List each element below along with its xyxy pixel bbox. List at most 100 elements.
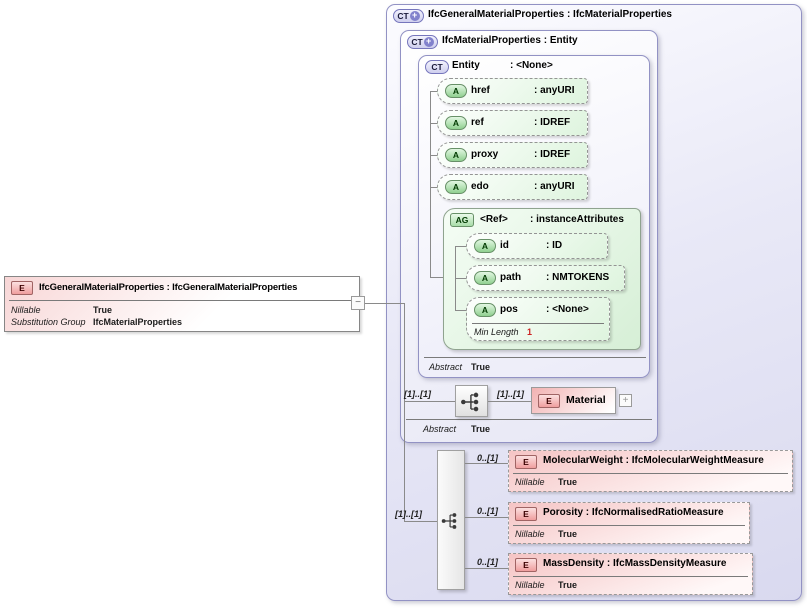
nillable-value: True (558, 529, 578, 539)
element-title: MassDensity : IfcMassDensityMeasure (543, 558, 727, 569)
substitution-group-value: IfcMaterialProperties (93, 317, 183, 327)
complextype-badge-label: CT (397, 11, 409, 21)
attributegroup-icon: AG (450, 213, 474, 227)
attribute-icon: A (474, 239, 496, 253)
abstract-label: Abstract (429, 362, 463, 372)
connector-line (430, 155, 438, 156)
attribute-icon: A (474, 303, 496, 317)
element-icon: E (538, 394, 560, 408)
connector-line (404, 303, 405, 521)
sequence-compositor[interactable] (455, 385, 488, 417)
element-box-porosity[interactable]: E Porosity : IfcNormalisedRatioMeasure N… (508, 502, 750, 544)
connector-line (455, 278, 467, 279)
connector-line (430, 123, 438, 124)
attribute-box-id[interactable]: A id : ID (466, 233, 608, 259)
cardinality-label: 0..[1] (477, 557, 499, 567)
separator (406, 419, 652, 420)
attribute-name: href (471, 85, 490, 96)
attribute-box-proxy[interactable]: A proxy : IDREF (437, 142, 588, 168)
derivation-plus-icon: + (409, 11, 420, 21)
attribute-name: proxy (471, 149, 499, 160)
attributegroup-type: : instanceAttributes (530, 214, 624, 225)
attribute-type: : NMTOKENS (546, 272, 610, 283)
attributegroup-name: <Ref> (480, 214, 508, 225)
cardinality-label: 0..[1] (477, 506, 499, 516)
complextype-derived-icon: CT+ (407, 35, 438, 49)
attribute-icon: A (445, 148, 467, 162)
complextype-title: IfcMaterialProperties : Entity (442, 35, 578, 46)
connector-line (365, 303, 404, 304)
sequence-icon (461, 392, 479, 412)
attribute-icon: A (445, 84, 467, 98)
nillable-value: True (558, 580, 578, 590)
connector-line (455, 310, 467, 311)
attribute-name: id (500, 240, 509, 251)
attribute-name: path (500, 272, 522, 283)
abstract-value: True (471, 362, 491, 372)
element-icon: E (515, 455, 537, 469)
connector-line (465, 568, 508, 569)
cardinality-label: [1]..[1] (395, 509, 422, 519)
facet-value: 1 (527, 327, 533, 337)
element-icon: E (11, 281, 33, 295)
expand-toggle[interactable]: + (619, 394, 632, 407)
attribute-name: ref (471, 117, 484, 128)
connector-line (488, 401, 531, 402)
connector-line (465, 517, 508, 518)
separator (472, 323, 604, 324)
complextype-icon: CT (425, 60, 449, 74)
attribute-box-edo[interactable]: A edo : anyURI (437, 174, 588, 200)
element-box-material[interactable]: E Material (531, 387, 616, 414)
element-box-massdensity[interactable]: E MassDensity : IfcMassDensityMeasure Ni… (508, 553, 753, 595)
attribute-type: : IDREF (534, 117, 571, 128)
attribute-name: pos (500, 304, 518, 315)
element-icon: E (515, 507, 537, 521)
connector-line (465, 463, 508, 464)
attribute-box-href[interactable]: A href : anyURI (437, 78, 588, 104)
attribute-box-pos[interactable]: A pos : <None> Min Length 1 (466, 297, 610, 341)
nillable-value: True (558, 477, 578, 487)
substitution-group-label: Substitution Group (11, 317, 86, 327)
connector-line (404, 401, 455, 402)
connector-line (430, 277, 444, 278)
attribute-icon: A (445, 116, 467, 130)
element-box-molecularweight[interactable]: E MolecularWeight : IfcMolecularWeightMe… (508, 450, 793, 492)
connector-line (455, 246, 467, 247)
attribute-type: : <None> (546, 304, 589, 315)
element-title: IfcGeneralMaterialProperties : IfcGenera… (39, 282, 298, 293)
separator (9, 300, 355, 301)
attribute-box-ref[interactable]: A ref : IDREF (437, 110, 588, 136)
element-title: Porosity : IfcNormalisedRatioMeasure (543, 507, 724, 518)
attribute-type: : anyURI (534, 181, 575, 192)
attribute-name: edo (471, 181, 489, 192)
separator (513, 525, 745, 526)
sequence-icon (441, 513, 457, 529)
connector-line (430, 91, 431, 278)
derivation-plus-icon: + (423, 37, 434, 47)
nillable-label: Nillable (11, 305, 41, 315)
complextype-derived-icon: CT+ (393, 9, 424, 23)
nillable-label: Nillable (515, 529, 545, 539)
sequence-compositor[interactable] (437, 450, 465, 590)
element-box-ifcgeneralmaterialproperties[interactable]: E IfcGeneralMaterialProperties : IfcGene… (4, 276, 360, 332)
cardinality-label: [1]..[1] (404, 389, 431, 399)
abstract-value: True (471, 424, 491, 434)
collapse-toggle[interactable]: − (351, 296, 365, 310)
attribute-type: : anyURI (534, 85, 575, 96)
cardinality-label: 0..[1] (477, 453, 499, 463)
attribute-box-path[interactable]: A path : NMTOKENS (466, 265, 625, 291)
connector-line (430, 187, 438, 188)
attribute-icon: A (474, 271, 496, 285)
abstract-label: Abstract (423, 424, 457, 434)
nillable-value: True (93, 305, 113, 315)
element-title: MolecularWeight : IfcMolecularWeightMeas… (543, 455, 764, 466)
element-title: Material (566, 394, 606, 406)
complextype-title: IfcGeneralMaterialProperties : IfcMateri… (428, 9, 672, 20)
attribute-icon: A (445, 180, 467, 194)
cardinality-label: [1]..[1] (497, 389, 524, 399)
facet-label: Min Length (474, 327, 519, 337)
complextype-badge-label: CT (411, 37, 423, 47)
connector-line (404, 521, 437, 522)
entity-name: Entity (452, 60, 480, 71)
